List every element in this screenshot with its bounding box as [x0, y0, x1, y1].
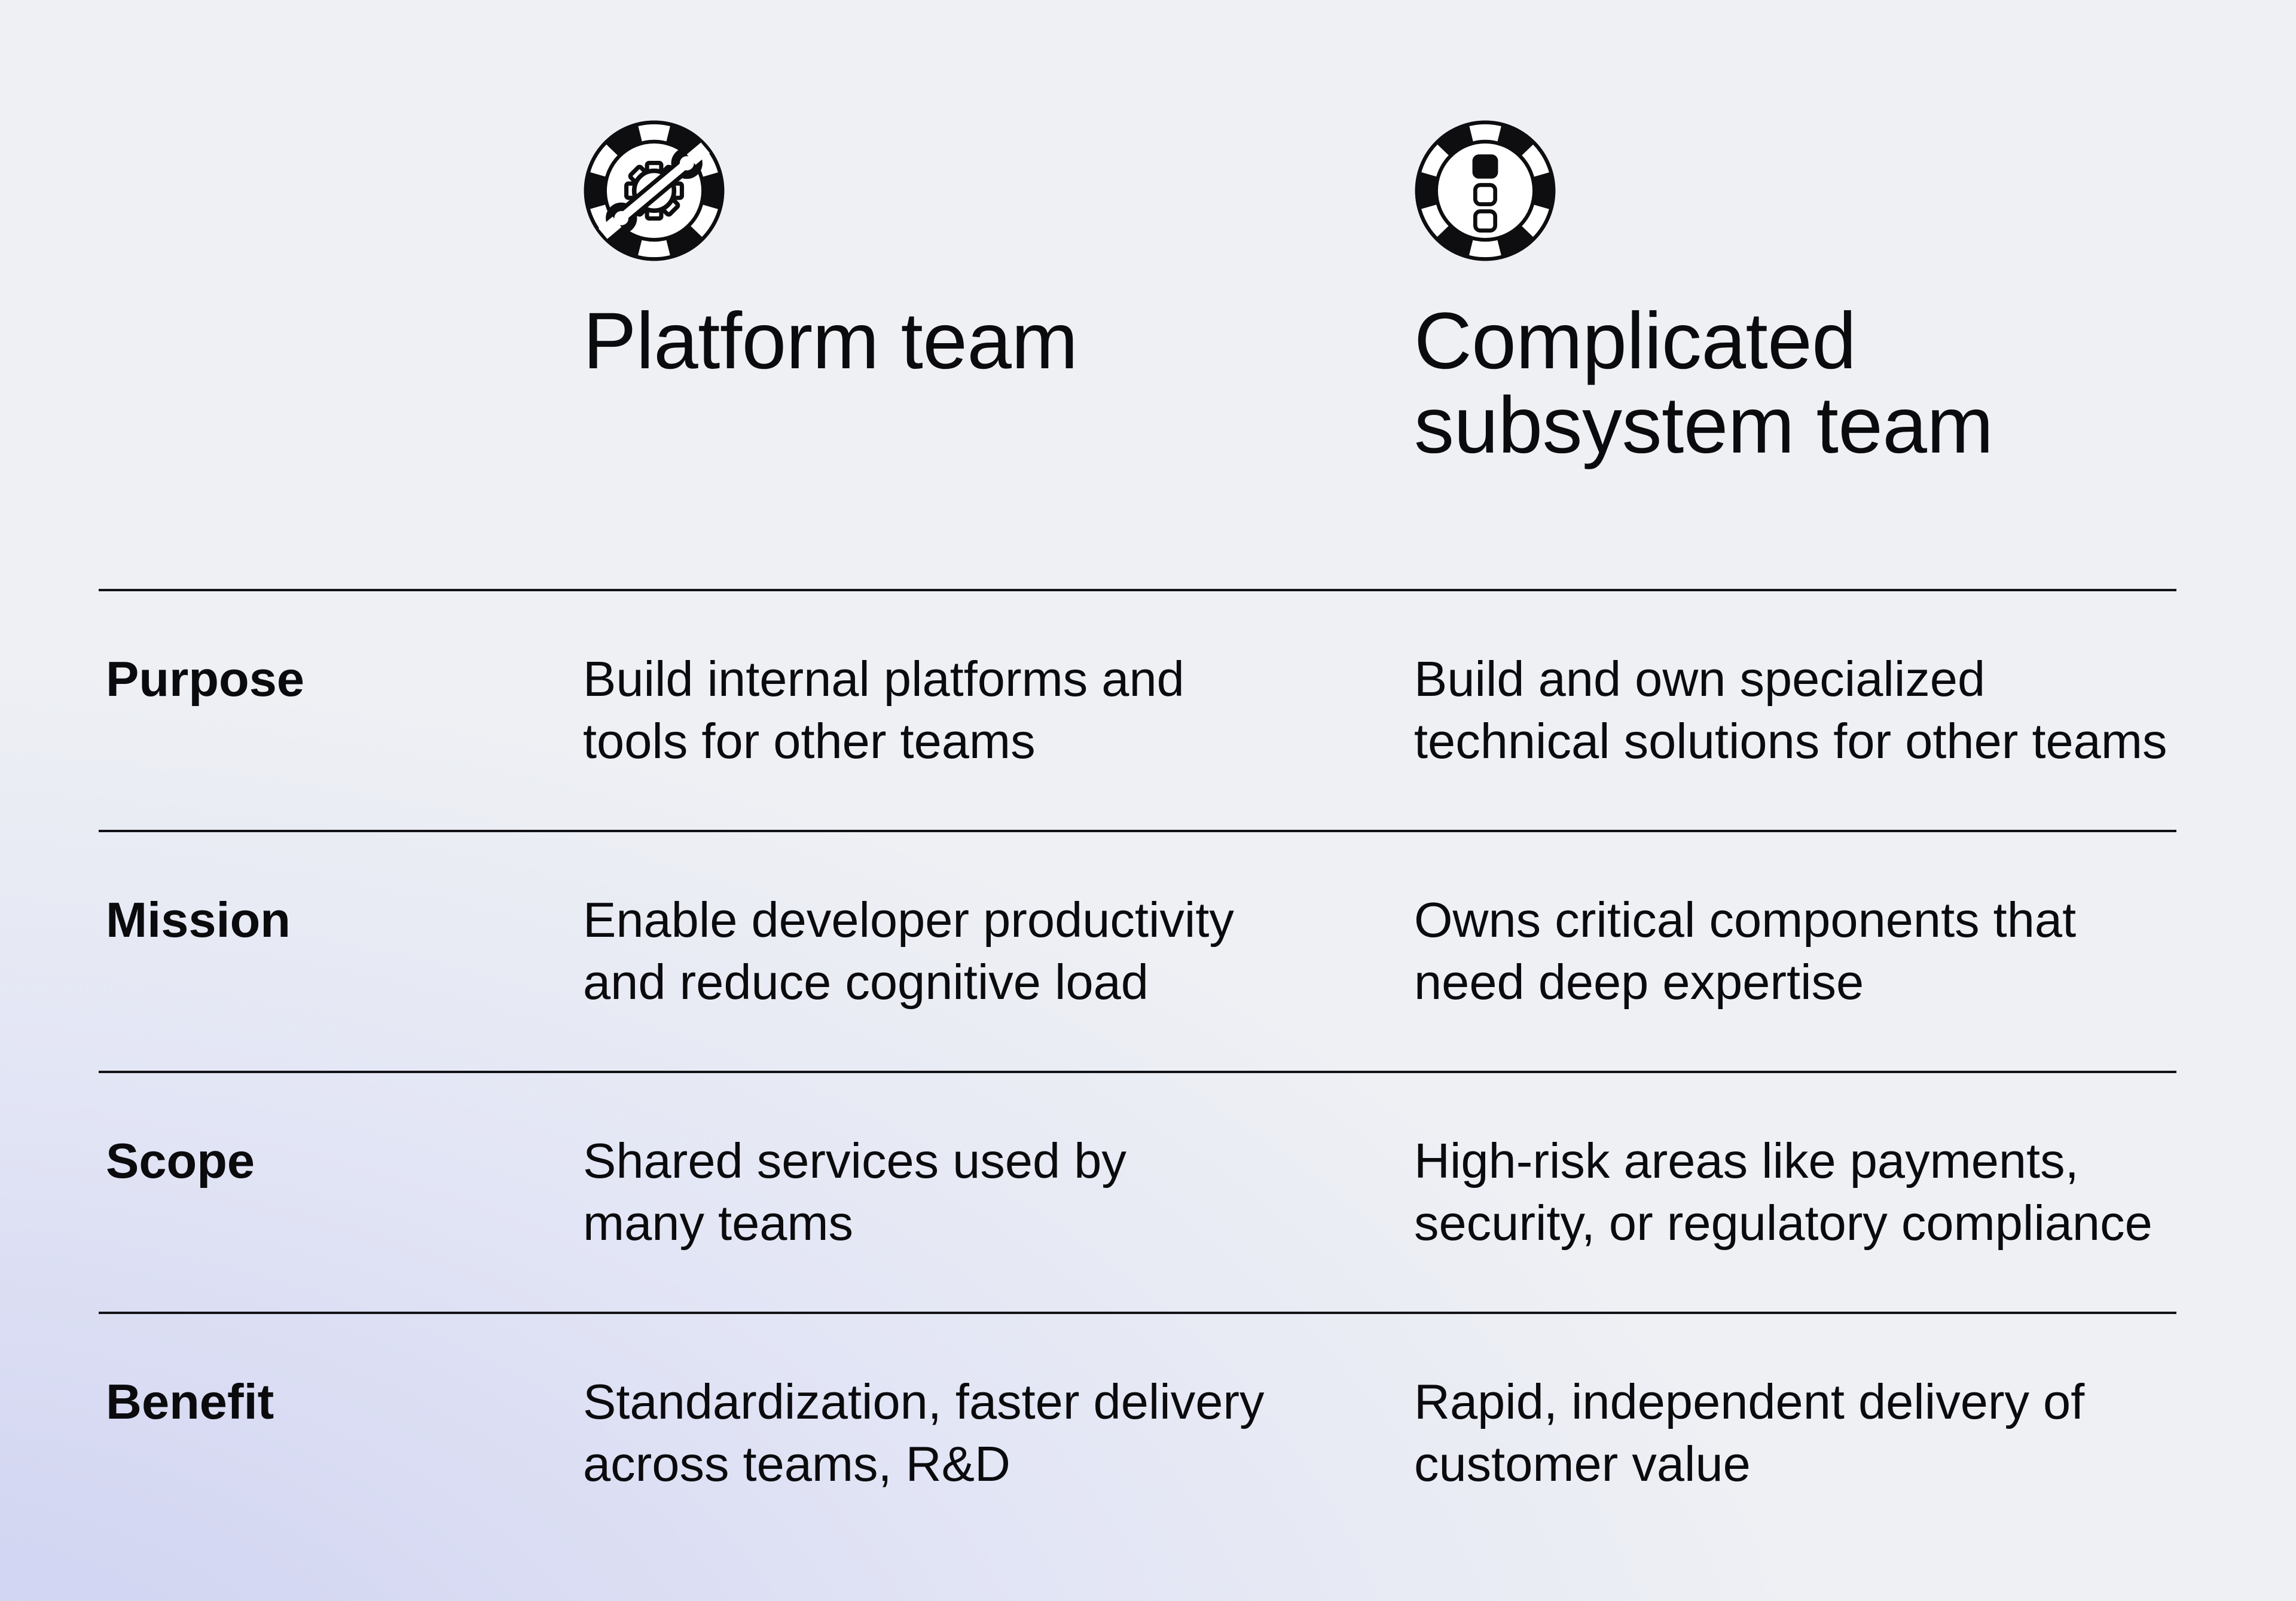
row-label-scope: Scope	[106, 1133, 255, 1188]
chip-stack-icon	[1415, 120, 1556, 261]
stack-icon	[1472, 154, 1498, 233]
row-label-purpose: Purpose	[106, 651, 305, 707]
column-title-complicated: Complicated subsystem team	[1414, 297, 1993, 470]
scope-complicated-cell: High-risk areas like payments, security,…	[1414, 1133, 2152, 1251]
benefit-complicated-cell: Rapid, independent delivery of customer …	[1414, 1374, 2085, 1492]
purpose-complicated-cell: Build and own specialized technical solu…	[1414, 651, 2167, 769]
column-header-complicated: Complicated subsystem team	[1414, 120, 2176, 589]
row-label-mission: Mission	[106, 892, 291, 948]
mission-platform-cell: Enable developer productivity and reduce…	[583, 892, 1234, 1010]
benefit-platform-cell: Standardization, faster delivery across …	[583, 1374, 1265, 1492]
scope-platform-cell: Shared services used by many teams	[583, 1133, 1126, 1251]
header-spacer	[99, 120, 583, 589]
mission-complicated-cell: Owns critical components that need deep …	[1414, 892, 2077, 1010]
table-row: Scope Shared services used by many teams…	[99, 1071, 2176, 1312]
wrench-icon	[598, 142, 710, 239]
table-row: Purpose Build internal platforms and too…	[99, 589, 2176, 830]
table-header: Platform team Complicated subsystem team	[99, 120, 2176, 589]
chip-gear-wrench-icon	[584, 120, 725, 261]
column-header-platform: Platform team	[583, 120, 1414, 589]
purpose-platform-cell: Build internal platforms and tools for o…	[583, 651, 1184, 769]
table-row: Benefit Standardization, faster delivery…	[99, 1312, 2176, 1553]
row-label-benefit: Benefit	[106, 1374, 274, 1429]
table-row: Mission Enable developer productivity an…	[99, 830, 2176, 1071]
column-title-platform: Platform team	[583, 297, 1078, 386]
